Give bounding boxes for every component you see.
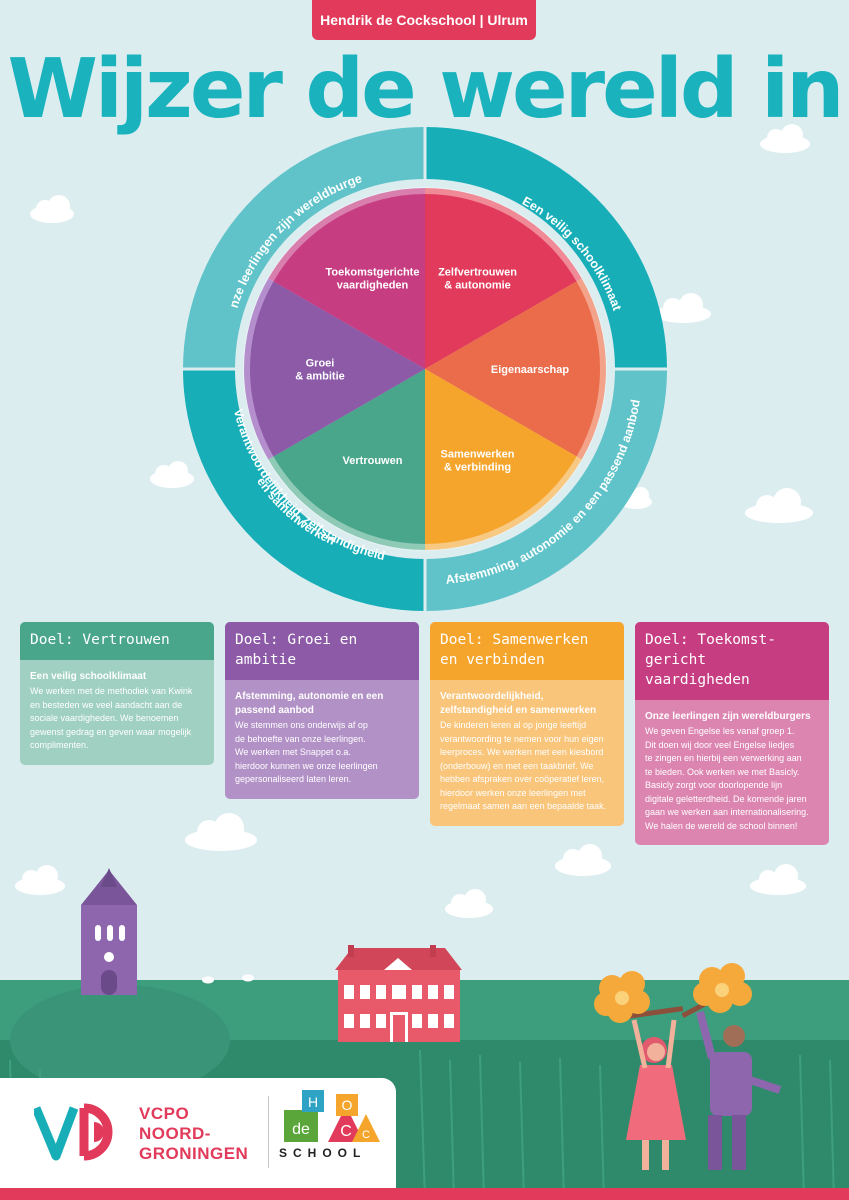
card-samenwerken: Doel: Samenwerken en verbinden Verantwoo… (430, 622, 624, 826)
segment-vertrouwen-label: Vertrouwen (343, 455, 403, 467)
segment-zelfvertrouwen-label: Zelfvertrouwen& autonomie (438, 267, 517, 292)
school-name-badge: Hendrik de Cockschool | Ulrum (312, 0, 536, 40)
hill (10, 985, 230, 1095)
flower-icon-2 (693, 963, 752, 1013)
logo-letter-c: C (340, 1123, 352, 1140)
card-heading: Doel: Vertrouwen (20, 622, 214, 660)
school-building-icon (335, 945, 462, 1042)
decock-school-word: SCHOOL (279, 1146, 367, 1160)
card-subtitle: Onze leerlingen zijn wereldburgers (645, 711, 811, 722)
children-icon (594, 963, 782, 1170)
card-vertrouwen: Doel: Vertrouwen Een veilig schoolklimaa… (20, 622, 214, 765)
segment-vertrouwen (273, 369, 425, 544)
bottom-bar (0, 1188, 849, 1200)
sheep-icons (202, 974, 254, 984)
logo-letter-k: K (372, 1120, 378, 1130)
card-subtitle: Een veilig schoolklimaat (30, 671, 147, 682)
card-body: Afstemming, autonomie en een passend aan… (225, 680, 419, 799)
logo-letter-de: de (292, 1121, 310, 1138)
logo-letter-h: H (308, 1094, 318, 1110)
church-icon (81, 868, 137, 995)
logo-letter-c2: C (362, 1129, 370, 1141)
card-toekomstgericht: Doel: Toekomst- gericht vaardigheden Onz… (635, 622, 829, 845)
decock-school-logo: de H C O C K (284, 1090, 380, 1142)
card-body: Een veilig schoolklimaat We werken met d… (20, 660, 214, 765)
logo-divider (268, 1096, 269, 1168)
card-subtitle: Afstemming, autonomie en een passend aan… (235, 691, 384, 716)
segment-groei-label: Groei& ambitie (295, 358, 345, 383)
card-body: Onze leerlingen zijn wereldburgers We ge… (635, 700, 829, 845)
segment-samenwerken (425, 369, 577, 544)
segment-eigenaarschap (425, 281, 600, 457)
segment-zelfvertrouwen (425, 194, 577, 369)
flower-icon (594, 971, 650, 1023)
card-heading: Doel: Samenwerken en verbinden (430, 622, 624, 680)
segment-samenwerken-label: Samenwerken& verbinding (441, 448, 515, 473)
segment-eigenaarschap-label: Eigenaarschap (491, 364, 570, 376)
card-groei-ambitie: Doel: Groei en ambitie Afstemming, auton… (225, 622, 419, 799)
segment-toekomstgerichte (273, 193, 425, 369)
card-subtitle: Verantwoordelijkheid, zelfstandigheid en… (440, 691, 597, 716)
card-body: Verantwoordelijkheid, zelfstandigheid en… (430, 680, 624, 826)
card-heading: Doel: Toekomst- gericht vaardigheden (635, 622, 829, 700)
segment-groei (250, 281, 425, 457)
logo-letter-o: O (342, 1097, 353, 1113)
vcpo-logo-icon (34, 1103, 113, 1161)
card-heading: Doel: Groei en ambitie (225, 622, 419, 680)
page-title: Wijzer de wereld in (7, 42, 844, 137)
vcpo-logo-text: VCPO NOORD- GRONINGEN (139, 1104, 249, 1163)
